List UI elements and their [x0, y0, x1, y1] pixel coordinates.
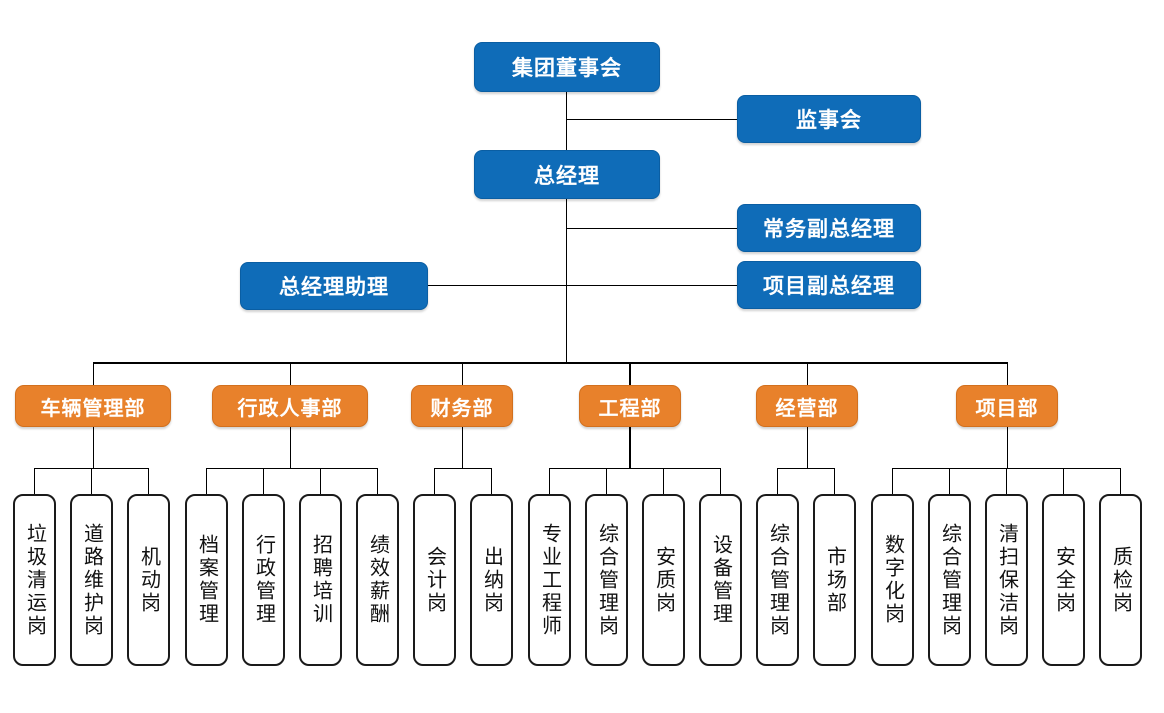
connector-admin-hr-drop	[290, 427, 291, 468]
node-gm-assistant[interactable]: 总经理助理	[240, 262, 428, 310]
stem-p4	[206, 468, 207, 494]
post-bus-engineer	[549, 468, 721, 469]
stem-p11	[606, 468, 607, 494]
connector-gm-to-exec-vp	[566, 228, 737, 229]
stem-p14	[777, 468, 778, 494]
node-department-vehicle[interactable]: 车辆管理部	[15, 385, 171, 427]
node-department-project[interactable]: 项目部	[956, 385, 1058, 427]
connector-bus-to-vehicle	[93, 362, 94, 385]
node-post-safety-quality[interactable]: 安质岗	[642, 494, 685, 666]
stem-p17	[949, 468, 950, 494]
post-bus-admin-hr	[206, 468, 378, 469]
node-post-mobile-duty[interactable]: 机动岗	[127, 494, 170, 666]
node-executive-vice-president[interactable]: 常务副总经理	[737, 204, 921, 252]
node-department-admin-hr[interactable]: 行政人事部	[212, 385, 368, 427]
node-project-vice-president[interactable]: 项目副总经理	[737, 261, 921, 309]
connector-bus-to-engineer	[629, 362, 631, 385]
node-post-cashier[interactable]: 出纳岗	[470, 494, 513, 666]
connector-finance-drop	[462, 427, 463, 468]
node-department-operation[interactable]: 经营部	[756, 385, 858, 427]
stem-p16	[892, 468, 893, 494]
stem-p18	[1006, 468, 1007, 494]
stem-p6	[320, 468, 321, 494]
node-post-performance-pay[interactable]: 绩效薪酬	[356, 494, 399, 666]
stem-p8	[434, 468, 435, 494]
node-general-manager[interactable]: 总经理	[474, 150, 660, 199]
stem-p9	[491, 468, 492, 494]
node-post-professional-engineer[interactable]: 专业工程师	[528, 494, 571, 666]
connector-bus-to-admin-hr	[290, 362, 291, 385]
node-post-marketing[interactable]: 市场部	[813, 494, 856, 666]
node-post-accounting[interactable]: 会计岗	[413, 494, 456, 666]
stem-p2	[91, 468, 92, 494]
node-board[interactable]: 集团董事会	[474, 42, 660, 92]
connector-operation-drop	[807, 427, 808, 468]
connector-vehicle-drop	[93, 427, 94, 468]
stem-p1	[34, 468, 35, 494]
stem-p19	[1063, 468, 1064, 494]
stem-p10	[549, 468, 550, 494]
department-bus-line	[93, 362, 1008, 364]
node-post-general-mgmt-engineering[interactable]: 综合管理岗	[585, 494, 628, 666]
connector-engineer-drop	[629, 427, 631, 468]
node-post-cleaning[interactable]: 清扫保洁岗	[985, 494, 1028, 666]
stem-p5	[263, 468, 264, 494]
stem-p13	[720, 468, 721, 494]
node-department-engineering[interactable]: 工程部	[579, 385, 681, 427]
stem-p3	[148, 468, 149, 494]
connector-gm-to-project-vp	[566, 285, 737, 286]
node-post-digitalization[interactable]: 数字化岗	[871, 494, 914, 666]
connector-gm-spine	[566, 199, 567, 363]
stem-p7	[377, 468, 378, 494]
post-bus-finance	[434, 468, 491, 469]
connector-bus-to-operation	[807, 362, 808, 385]
node-post-equipment-mgmt[interactable]: 设备管理	[699, 494, 742, 666]
node-post-general-mgmt-operation[interactable]: 综合管理岗	[756, 494, 799, 666]
connector-bus-to-project	[1007, 362, 1008, 385]
node-supervisors[interactable]: 监事会	[737, 95, 921, 143]
stem-p12	[663, 468, 664, 494]
stem-p20	[1120, 468, 1121, 494]
node-post-general-mgmt-project[interactable]: 综合管理岗	[928, 494, 971, 666]
post-bus-operation	[777, 468, 834, 469]
node-post-garbage-transport[interactable]: 垃圾清运岗	[13, 494, 56, 666]
connector-project-drop	[1007, 427, 1008, 468]
connector-bus-to-finance	[462, 362, 463, 385]
node-post-archive-mgmt[interactable]: 档案管理	[185, 494, 228, 666]
connector-board-to-supervisors	[566, 119, 737, 120]
node-post-admin-mgmt[interactable]: 行政管理	[242, 494, 285, 666]
node-post-road-maintenance[interactable]: 道路维护岗	[70, 494, 113, 666]
stem-p15	[834, 468, 835, 494]
node-post-recruit-training[interactable]: 招聘培训	[299, 494, 342, 666]
node-post-quality-inspection[interactable]: 质检岗	[1099, 494, 1142, 666]
node-post-safety[interactable]: 安全岗	[1042, 494, 1085, 666]
connector-gm-to-assistant	[428, 285, 566, 286]
connector-board-to-gm	[566, 92, 567, 150]
node-department-finance[interactable]: 财务部	[411, 385, 513, 427]
